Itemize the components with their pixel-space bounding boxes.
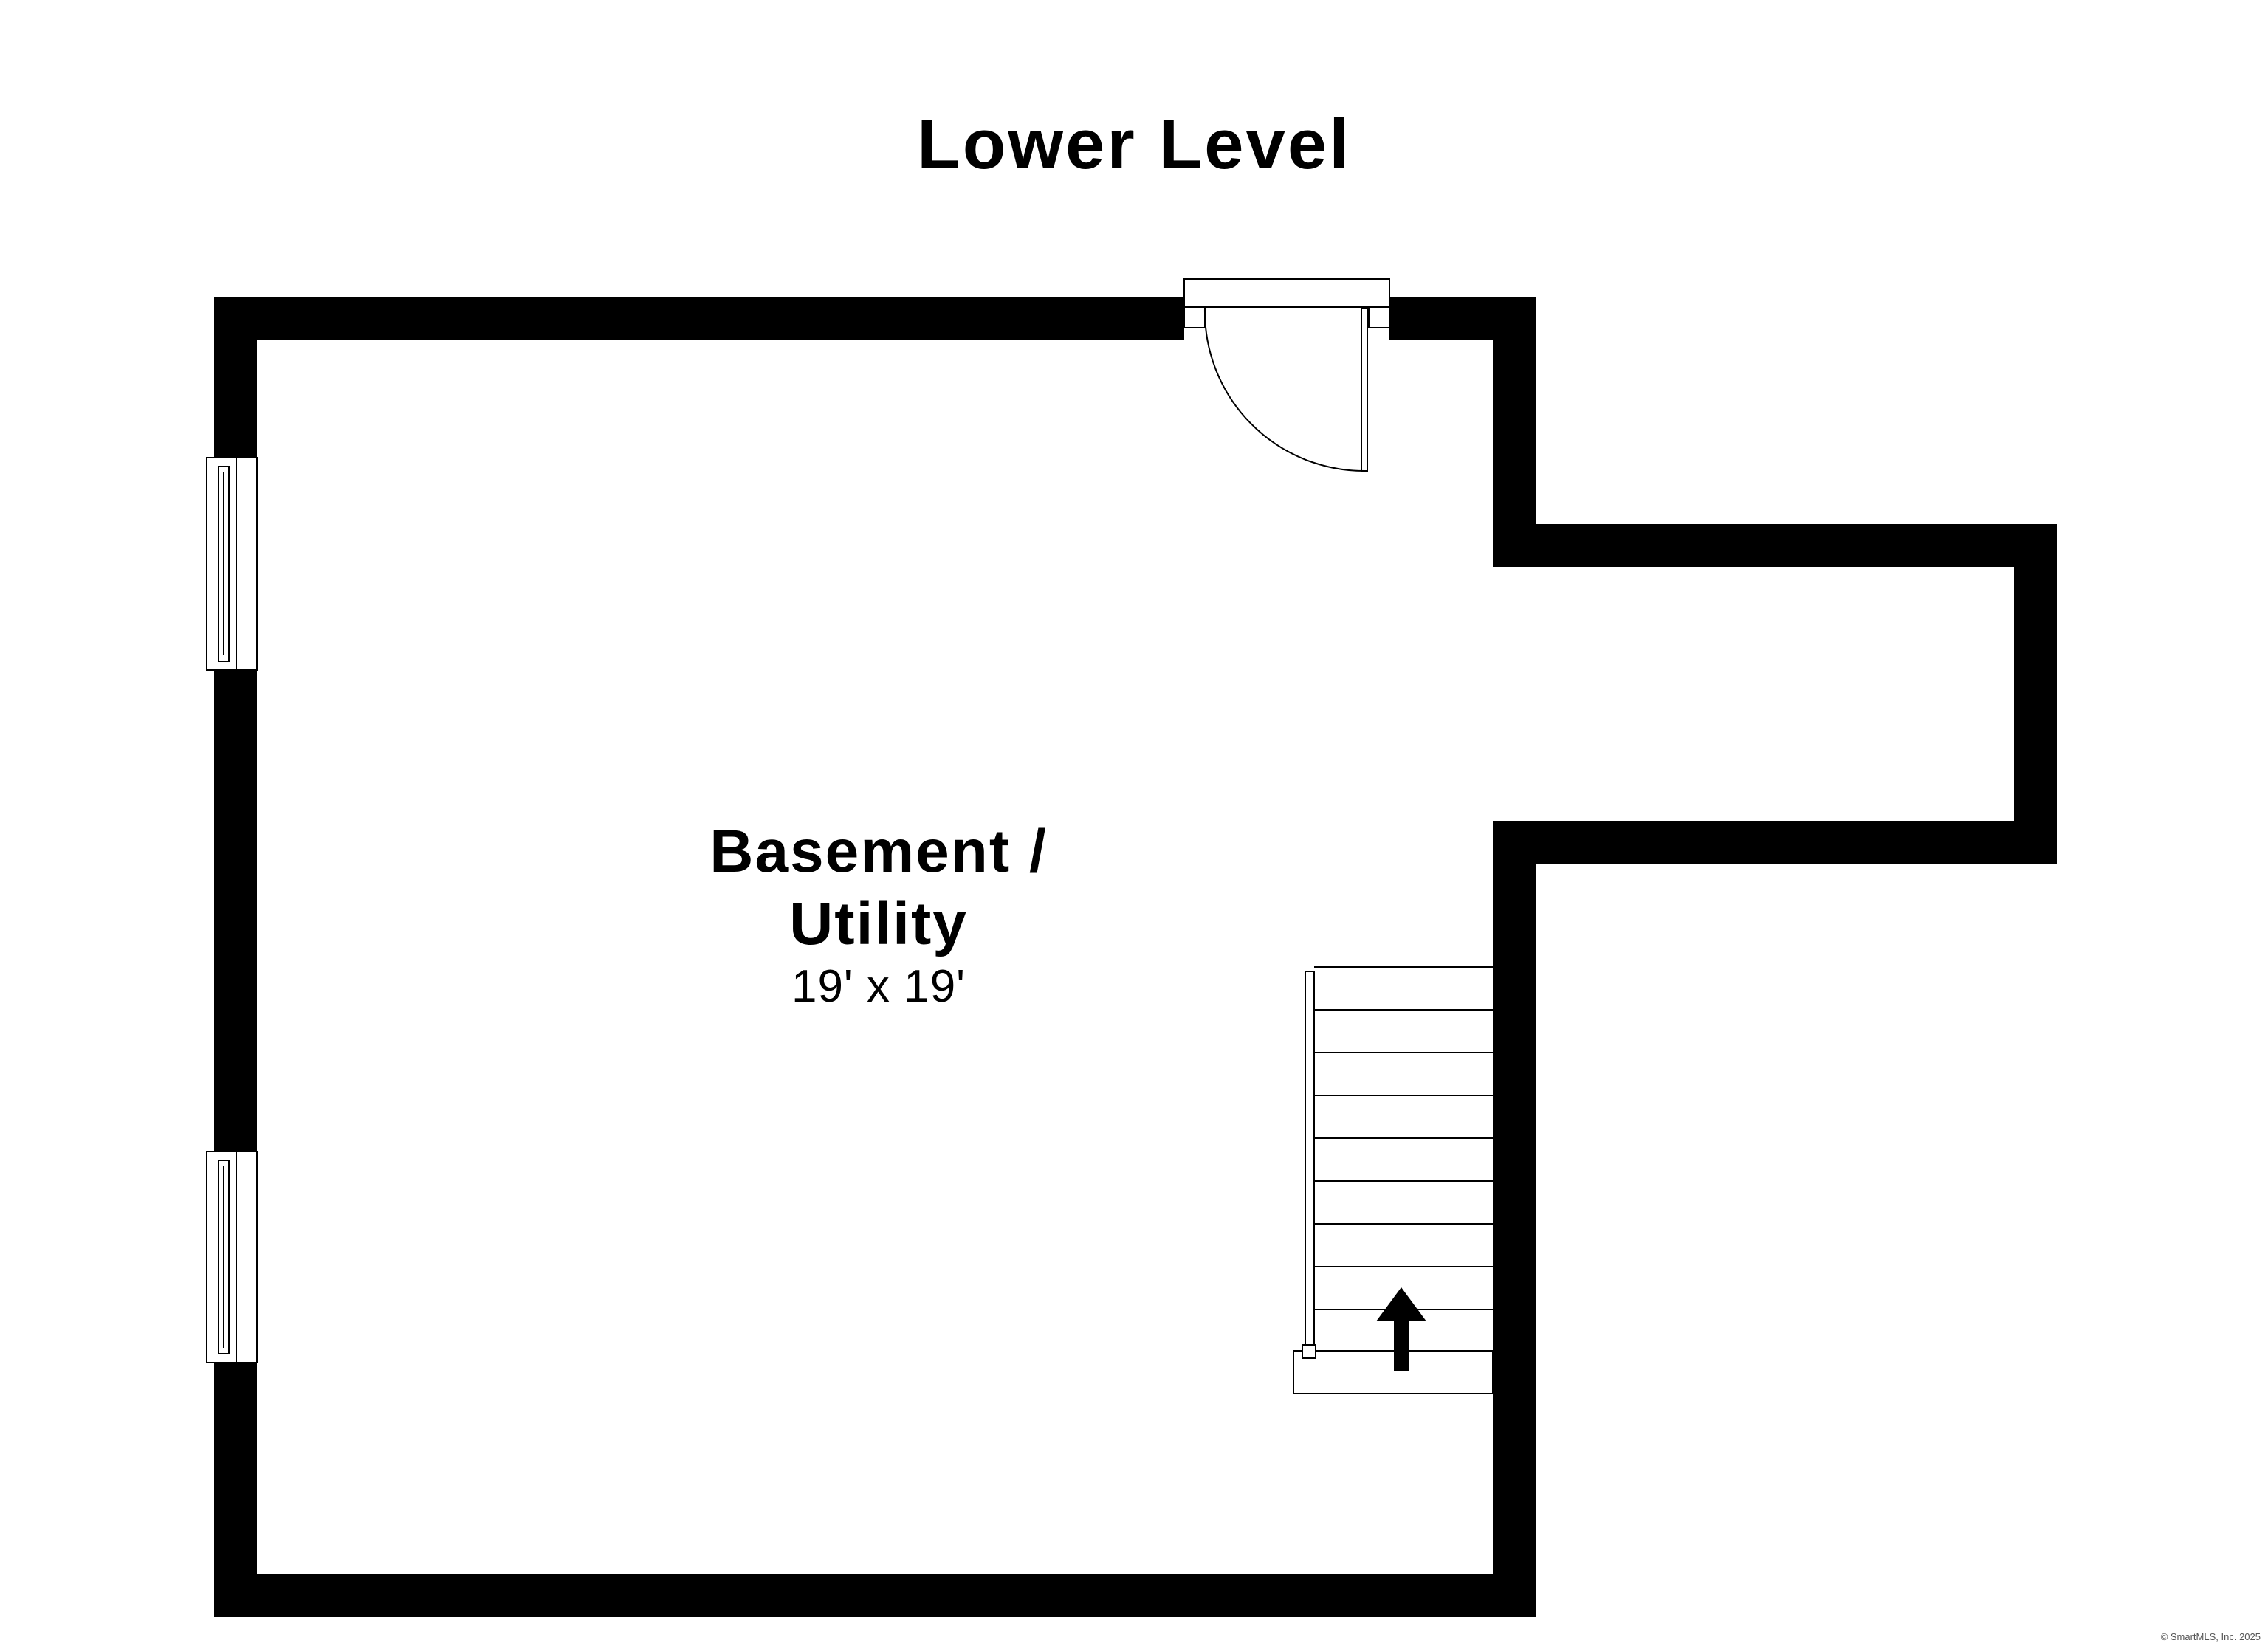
level-title: Lower Level [917,105,1351,184]
wall-bumpout-bottom [1493,821,2057,864]
copyright-notice: © SmartMLS, Inc. 2025 [2160,1631,2261,1642]
door-swing-icon [1183,278,1390,472]
room-name-line1: Basement / [709,818,1048,885]
walls [214,297,2057,1617]
room-dimensions: 19' x 19' [791,961,966,1012]
wall-top-left [214,297,1184,340]
room-label: Basement / Utility 19' x 19' [583,816,1174,1013]
wall-bumpout-top [1493,524,2057,567]
wall-right-lower [1493,821,1536,1617]
wall-right-upper [1493,297,1536,567]
wall-bottom [214,1574,1536,1617]
window-icon [206,1151,258,1363]
wall-bumpout-right [2014,524,2057,864]
stairs-icon [1293,966,1494,1394]
window-icon [206,457,258,671]
up-arrow-icon [1376,1287,1426,1371]
wall-left-top [214,297,257,458]
wall-left-middle [214,670,257,1151]
room-name-line2: Utility [789,890,968,957]
